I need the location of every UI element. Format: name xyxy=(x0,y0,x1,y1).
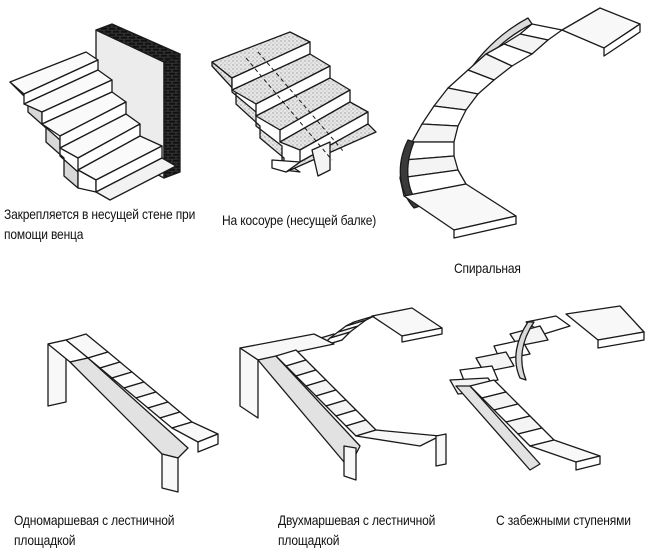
wall-support-right xyxy=(161,453,179,493)
caption-single-flight: Одномаршевая с лестничной площадкой xyxy=(14,510,175,550)
caption-line: Спиральная xyxy=(454,260,521,276)
brick-wall xyxy=(163,53,181,179)
caption-wall-mounted: Закрепляется в несущей стене при помощи … xyxy=(4,204,195,244)
caption-line: площадкой xyxy=(278,532,340,548)
caption-line: помощи венца xyxy=(4,226,84,242)
winder-newel-column xyxy=(515,321,535,381)
flight-steps xyxy=(87,351,193,429)
straight-steps xyxy=(469,379,555,447)
wall-support-left xyxy=(239,347,259,419)
single-flight-stair-figure xyxy=(47,333,219,493)
flight-side xyxy=(455,385,541,471)
flight-side xyxy=(69,357,189,459)
caption-winder: С забежными ступенями xyxy=(496,510,631,530)
winder-steps xyxy=(449,315,571,395)
stair-flight xyxy=(9,51,177,201)
double-flight-stair-figure xyxy=(239,307,447,481)
caption-line: С забежными ступенями xyxy=(496,512,631,528)
caption-line: На косоуре (несущей балке) xyxy=(222,212,377,228)
caption-spiral: Спиральная xyxy=(454,258,521,278)
caption-line: площадкой xyxy=(14,532,76,548)
bottom-landing xyxy=(355,429,441,447)
wall-mounted-stair-figure xyxy=(9,23,181,201)
spiral-top-landing xyxy=(561,7,641,49)
winder-stair-figure xyxy=(449,305,645,471)
stringer-beam-post xyxy=(311,141,331,177)
stringer-stair-figure xyxy=(211,31,377,177)
caption-double-flight: Двухмаршевая с лестничной площадкой xyxy=(278,510,435,550)
caption-stringer: На косоуре (несущей балке) xyxy=(222,210,376,230)
brick-wall-top xyxy=(95,23,181,63)
caption-line: Двухмаршевая с лестничной xyxy=(278,512,436,528)
spiral-stair-figure xyxy=(399,7,641,239)
caption-line: Закрепляется в несущей стене при xyxy=(4,206,196,222)
wall-support-right xyxy=(435,433,447,467)
caption-line: Одномаршевая с лестничной xyxy=(14,512,175,528)
